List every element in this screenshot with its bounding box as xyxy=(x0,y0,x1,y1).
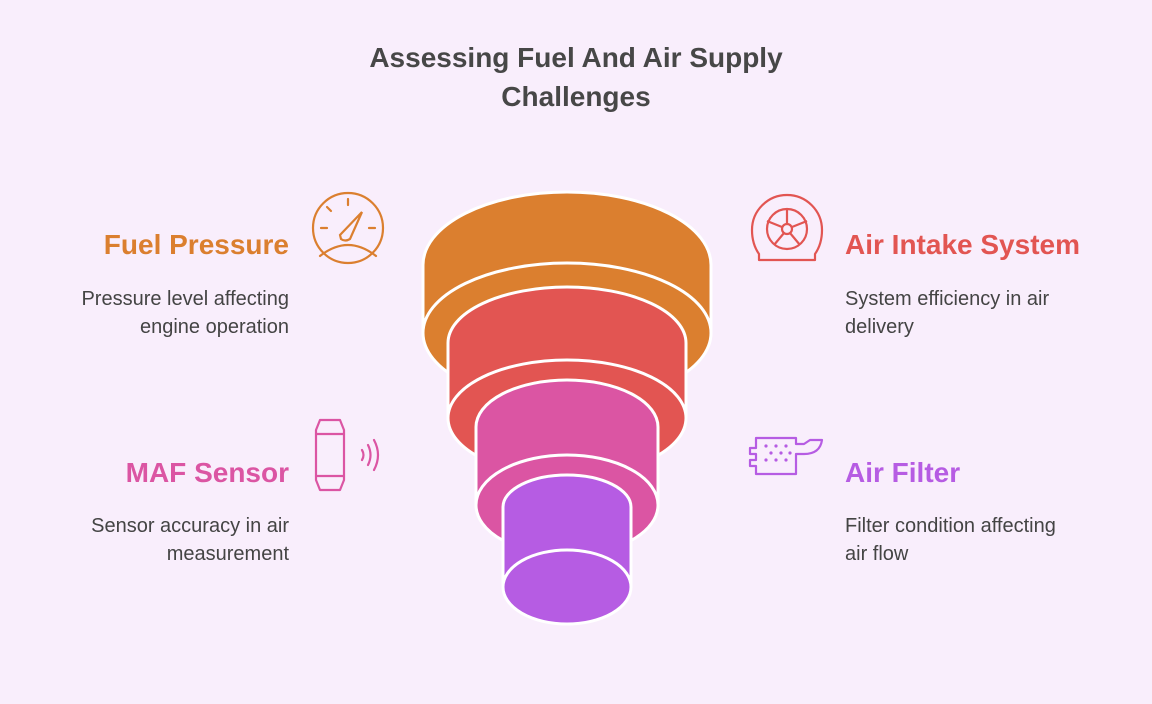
description-line: delivery xyxy=(845,316,914,338)
title-line-1: Assessing Fuel And Air Supply xyxy=(369,42,783,73)
title-line-2: Challenges xyxy=(501,81,651,112)
description-line: System efficiency in air xyxy=(845,288,1050,310)
maf-sensor-title: MAF Sensor xyxy=(125,457,289,488)
maf-sensor-cylinder-rim xyxy=(474,453,660,506)
turbine-icon xyxy=(750,193,824,262)
air-intake-cylinder-rim xyxy=(446,358,688,419)
fuel-pressure-description: Pressure level affecting engine operatio… xyxy=(81,285,289,341)
description-line: Sensor accuracy in air xyxy=(91,515,289,537)
description-line: engine operation xyxy=(139,316,289,338)
description-line: measurement xyxy=(166,543,289,565)
speedometer-icon xyxy=(311,191,385,265)
air-filter-description: Filter condition affecting air flow xyxy=(845,512,1056,568)
filter-icon xyxy=(748,436,824,476)
sensor-icon xyxy=(314,418,380,492)
air-intake-system-description: System efficiency in air delivery xyxy=(845,285,1049,341)
diagram-title: Assessing Fuel And Air Supply Challenges xyxy=(0,38,1152,116)
fuel-pressure-cylinder-rim xyxy=(421,261,713,334)
air-intake-system-title: Air Intake System xyxy=(845,229,1080,260)
air-filter-cylinder-rim xyxy=(501,548,633,588)
fuel-pressure-title: Fuel Pressure xyxy=(103,229,289,260)
description-line: Pressure level affecting xyxy=(81,288,289,310)
description-line: Filter condition affecting xyxy=(845,515,1056,537)
description-line: air flow xyxy=(845,543,909,565)
air-filter-title: Air Filter xyxy=(845,457,961,488)
maf-sensor-description: Sensor accuracy in air measurement xyxy=(91,512,289,568)
